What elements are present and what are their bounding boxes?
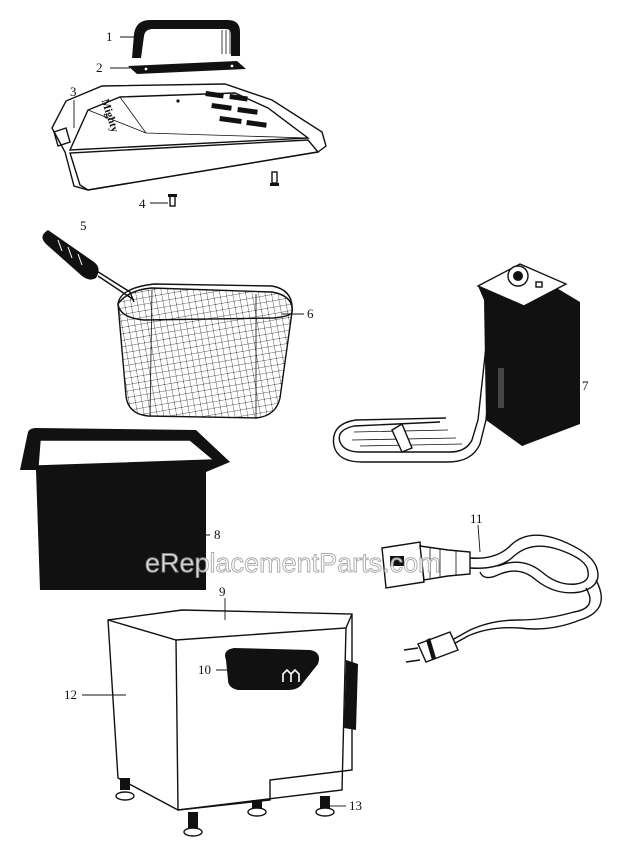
part-1-handle [132, 20, 240, 58]
callout-3: 3 [70, 84, 77, 99]
callout-10: 10 [198, 662, 211, 677]
leader-lines [73, 36, 578, 807]
callout-6: 6 [307, 306, 314, 321]
callout-2: 2 [96, 60, 103, 75]
callout-13: 13 [349, 798, 362, 813]
callout-labels: 1 2 3 4 5 6 7 8 9 10 11 12 13 [64, 29, 589, 813]
part-7-control-element [332, 263, 580, 463]
part-10-housing-handle [225, 648, 319, 690]
callout-1: 1 [106, 29, 113, 44]
part-3-lid: Mighty [51, 83, 327, 191]
part-2-gasket [128, 61, 246, 74]
callout-4: 4 [139, 196, 146, 211]
callout-9: 9 [219, 584, 226, 599]
callout-8: 8 [214, 527, 221, 542]
callout-7: 7 [582, 378, 589, 393]
watermark-text: eReplacementParts.com [145, 548, 441, 578]
part-12-housing [107, 609, 358, 837]
part-13-feet [115, 778, 335, 837]
callout-5: 5 [80, 218, 87, 233]
part-6-fry-basket [117, 283, 293, 419]
part-4-screws [168, 171, 279, 207]
part-5-basket-handle [42, 230, 135, 303]
part-8-oil-pot [20, 428, 230, 590]
callout-12: 12 [64, 687, 77, 702]
callout-11: 11 [470, 511, 483, 526]
part-11-power-cord [381, 534, 602, 663]
